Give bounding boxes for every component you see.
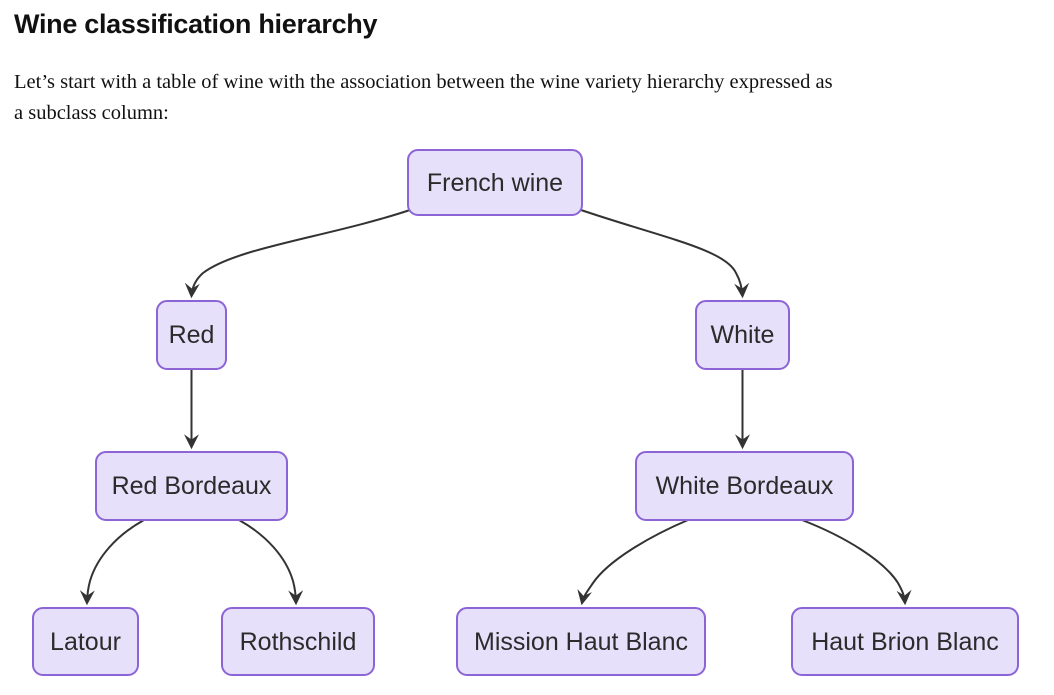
- node-rothschild: Rothschild: [221, 607, 375, 677]
- edge-white-bordeaux-to-mission-haut-blanc: [577, 519, 689, 606]
- svg-text:French wine: French wine: [427, 169, 563, 197]
- intro-paragraph: Let’s start with a table of wine with th…: [14, 67, 1040, 129]
- node-red-bordeaux: Red Bordeaux: [95, 451, 288, 522]
- node-white-bordeaux: White Bordeaux: [635, 451, 854, 522]
- svg-text:Mission Haut Blanc: Mission Haut Blanc: [474, 628, 688, 656]
- intro-paragraph-line-2: a subclass column:: [14, 101, 169, 124]
- page-title: Wine classification hierarchy: [14, 9, 378, 39]
- wine-hierarchy-diagram: French wine Red White Red Bordeaux White…: [32, 149, 1019, 677]
- edge-red-bordeaux-to-latour: [79, 519, 145, 606]
- svg-text:Red Bordeaux: Red Bordeaux: [112, 472, 272, 500]
- edge-french-wine-to-white: [577, 208, 750, 299]
- svg-text:White: White: [711, 321, 775, 349]
- node-mission-haut-blanc: Mission Haut Blanc: [456, 607, 706, 677]
- node-haut-brion-blanc: Haut Brion Blanc: [791, 607, 1019, 677]
- edge-red-bordeaux-to-rothschild: [238, 519, 304, 606]
- node-french-wine: French wine: [407, 149, 583, 217]
- svg-text:Latour: Latour: [50, 628, 121, 656]
- intro-paragraph-line-1: Let’s start with a table of wine with th…: [14, 70, 833, 93]
- svg-text:Rothschild: Rothschild: [240, 628, 357, 656]
- node-latour: Latour: [32, 607, 139, 677]
- svg-text:White Bordeaux: White Bordeaux: [656, 472, 834, 500]
- edge-french-wine-to-red: [184, 208, 414, 299]
- node-white: White: [695, 300, 790, 371]
- svg-text:Haut Brion Blanc: Haut Brion Blanc: [811, 628, 999, 656]
- node-red: Red: [156, 300, 227, 371]
- svg-text:Red: Red: [169, 321, 215, 349]
- edge-white-bordeaux-to-haut-brion-blanc: [801, 519, 912, 606]
